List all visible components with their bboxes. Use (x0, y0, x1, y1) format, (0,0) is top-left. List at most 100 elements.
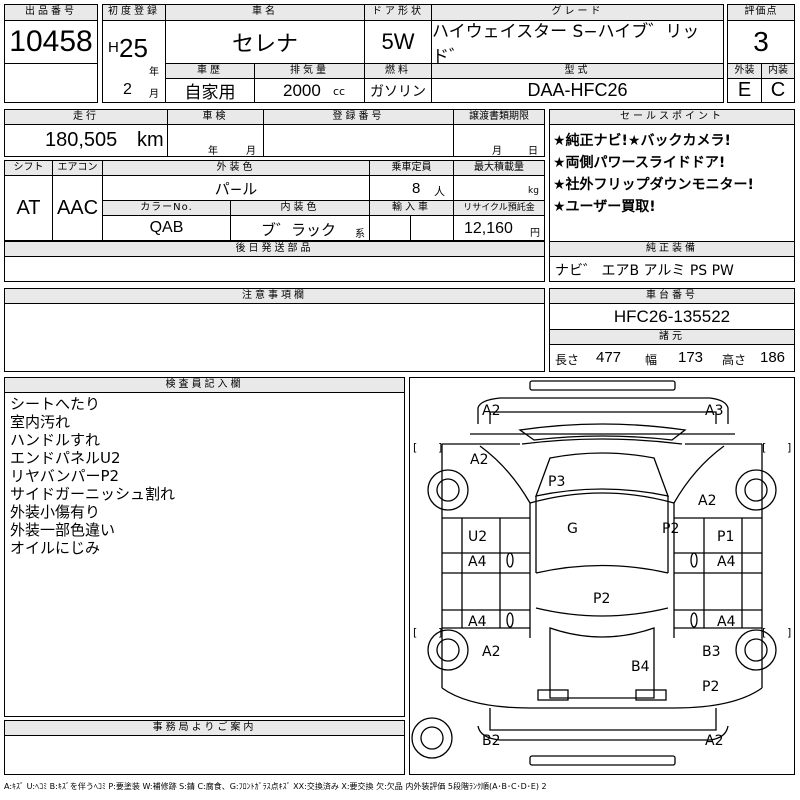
era: H (108, 39, 119, 56)
damage-mark: B4 (631, 659, 650, 675)
width-label: 幅 (645, 353, 658, 367)
sales-point: ★純正ナビ!★バックカメラ! (553, 133, 731, 149)
svg-text:]: ] (787, 626, 791, 639)
damage-mark: A2 (698, 493, 716, 509)
displacement-cell: 2000 cc (254, 78, 365, 103)
inspector-note: 室内汚れ (10, 413, 71, 431)
mileage: 180,505 (45, 129, 118, 151)
first-registration-label: 初度登録 (102, 4, 166, 21)
fuel: ガソリン (364, 78, 432, 103)
ac: AAC (52, 175, 103, 241)
color-number: QAB (102, 215, 231, 241)
damage-mark: A2 (705, 733, 723, 749)
transfer-deadline-cell: 月 日 (453, 124, 545, 157)
office-notice-area (4, 735, 405, 775)
svg-text:]: ] (438, 626, 442, 639)
sales-points: ★純正ナビ!★バックカメラ! ★両側パワースライドドア! ★社外フリップダウンモ… (549, 124, 795, 256)
bracket-right-front: [ (762, 441, 766, 454)
import-cell-a (369, 215, 411, 241)
damage-mark: P1 (717, 529, 734, 545)
sales-point: ★ユーザー買取! (553, 199, 656, 215)
interior-color: ブ゛ラック (261, 221, 337, 239)
later-parts-cell (4, 256, 545, 282)
max-load-cell: kg (453, 175, 545, 201)
inspector-note: リヤバンパーP2 (10, 467, 120, 485)
inspector-note: 外装一部色違い (10, 521, 116, 539)
damage-mark: P3 (548, 474, 565, 490)
inspection-cell: 年 月 (167, 124, 264, 157)
sales-points-label: セールスポイント (549, 109, 795, 125)
year-unit: 年 (149, 67, 159, 78)
damage-mark: G (567, 521, 578, 537)
sales-point: ★両側パワースライドドア! (553, 155, 726, 171)
damage-mark: P2 (593, 591, 610, 607)
capacity: 8 (412, 180, 421, 197)
recycle-label: リサイクル預託金 (453, 200, 545, 216)
capacity-unit: 人 (434, 185, 445, 198)
damage-mark: A2 (482, 644, 500, 660)
interior-color-label: 内装色 (230, 200, 370, 216)
transfer-deadline-label: 譲渡書類期限 (453, 109, 545, 125)
reg-month: 2 (123, 81, 132, 98)
damage-mark: A3 (705, 403, 723, 419)
inspection-month-unit: 月 (246, 146, 256, 157)
interior-color-cell: ブ゛ラック 系 (230, 215, 370, 241)
displacement-unit: cc (333, 85, 346, 98)
svg-text:]: ] (787, 441, 791, 454)
first-registration-cell: H 25 年 2 月 (102, 20, 166, 103)
transfer-month-unit: 月 (492, 146, 502, 157)
car-outline-diagram: [ ] [ ] [] [] A2 A3 A2 P3 A2 G U2 P2 P1 … (411, 380, 791, 766)
length: 477 (596, 349, 622, 366)
exterior-grade-label: 外装 (727, 63, 762, 79)
recycle-unit: 円 (530, 228, 540, 239)
sales-point: ★社外フリップダウンモニター! (553, 177, 754, 193)
lot-number: 10458 (4, 20, 98, 64)
transfer-day-unit: 日 (528, 146, 538, 157)
color-number-label: カラーNo. (102, 200, 231, 216)
car-name-label: 車名 (165, 4, 365, 21)
length-label: 長さ (555, 353, 580, 367)
shift: AT (4, 175, 53, 241)
lot-blank-cell (4, 63, 98, 103)
damage-mark: P2 (662, 521, 679, 537)
history-label: 車歴 (165, 63, 255, 79)
legend: A:ｷｽﾞ U:ﾍｺﾐ B:ｷｽﾞを伴うﾍｺﾐ P:要塗装 W:補修跡 S:錆 … (4, 782, 547, 791)
displacement-label: 排気量 (254, 63, 365, 79)
shift-label: シフト (4, 160, 53, 176)
damage-mark: A4 (717, 614, 736, 630)
recycle-fee: 12,160 (464, 220, 513, 237)
history: 自家用 (165, 78, 255, 103)
capacity-label: 乗車定員 (369, 160, 454, 176)
inspector-note: シートへたり (10, 395, 101, 413)
inspector-notes-label: 検査員記入欄 (4, 377, 405, 393)
mileage-label: 走行 (4, 109, 168, 125)
exterior-color-label: 外装色 (102, 160, 370, 176)
ac-label: エアコン (52, 160, 103, 176)
chassis-number: HFC26-135522 (549, 303, 795, 330)
damage-mark: A2 (470, 452, 488, 468)
specs-label: 諸元 (549, 329, 795, 345)
damage-mark: A2 (482, 403, 500, 419)
bracket-left-front: [ (413, 441, 417, 454)
svg-text:[: [ (762, 626, 766, 639)
import-label: 輸入車 (369, 200, 454, 216)
inspector-note: ハンドルすれ (10, 431, 101, 449)
car-name: セレナ (165, 20, 365, 64)
damage-mark: A4 (468, 614, 487, 630)
inspection-label: 車検 (167, 109, 264, 125)
svg-text:]: ] (438, 441, 442, 454)
model-code: DAA-HFC26 (431, 78, 724, 103)
inspector-note: 外装小傷有り (10, 503, 101, 521)
inspector-note: エンドパネルU2 (10, 449, 121, 467)
damage-mark: A4 (717, 554, 736, 570)
recycle-cell: 12,160 円 (453, 215, 545, 241)
score: 3 (727, 20, 795, 64)
door-label: ドア形状 (364, 4, 432, 21)
oem-equipment: ナビ゛ エアB アルミ PS PW (549, 256, 795, 282)
reg-year: 25 (119, 33, 148, 63)
exterior-color: パ−ル (102, 175, 370, 201)
height: 186 (760, 349, 786, 366)
damage-mark: B2 (482, 733, 501, 749)
model-code-label: 型式 (431, 63, 724, 79)
damage-mark: U2 (468, 529, 487, 545)
